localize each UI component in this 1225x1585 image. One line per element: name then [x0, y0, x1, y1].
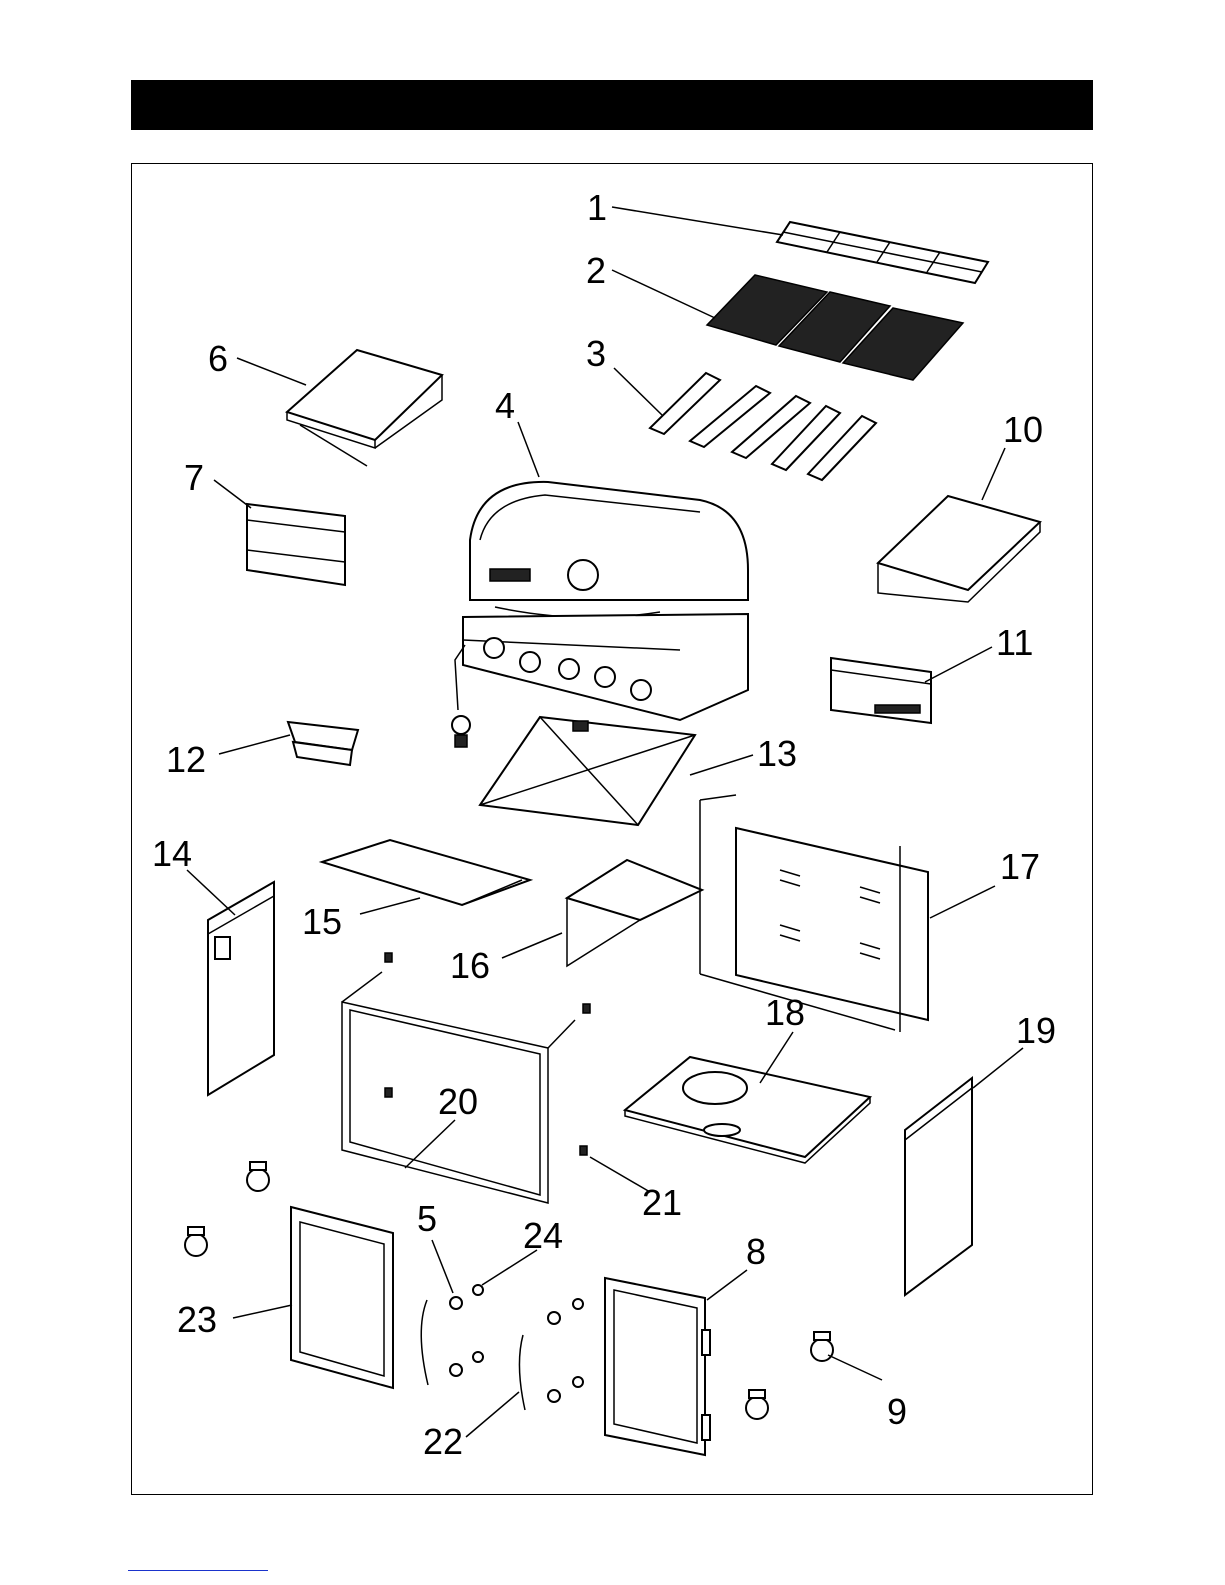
- callout-17: 17: [1000, 846, 1040, 887]
- callout-1: 1: [587, 187, 607, 228]
- part-cabinet-side-left: [208, 882, 274, 1095]
- part-grill-head: [452, 482, 748, 747]
- callout-5: 5: [417, 1198, 437, 1239]
- part-warming-rack: [777, 222, 988, 283]
- part-door-right: [605, 1278, 710, 1455]
- callout-11: 11: [996, 622, 1033, 663]
- callout-8: 8: [746, 1231, 766, 1272]
- callout-10: 10: [1003, 409, 1043, 450]
- callout-2: 2: [586, 250, 606, 291]
- part-side-panel-right: [831, 658, 931, 723]
- callout-19: 19: [1016, 1010, 1056, 1051]
- part-cabinet-side-right: [905, 1078, 972, 1295]
- callout-6: 6: [208, 338, 228, 379]
- callout-13: 13: [757, 733, 797, 774]
- part-casters: [185, 1162, 833, 1419]
- callout-24: 24: [523, 1215, 563, 1256]
- part-side-shelf-left: [287, 350, 442, 466]
- callout-16: 16: [450, 945, 490, 986]
- part-cabinet-shelf-a: [322, 840, 530, 905]
- part-grease-cup: [288, 722, 358, 765]
- part-grease-tray: [480, 717, 695, 825]
- callout-14: 14: [152, 833, 192, 874]
- part-flame-tamers: [650, 373, 876, 480]
- callout-4: 4: [495, 385, 515, 426]
- callout-12: 12: [166, 739, 206, 780]
- part-cooking-grids: [707, 275, 963, 380]
- part-bottom-panel: [625, 1057, 870, 1163]
- callout-18: 18: [765, 992, 805, 1033]
- part-cabinet-back-frame: [700, 795, 928, 1032]
- part-door-left: [291, 1207, 393, 1388]
- part-heat-shield: [567, 860, 702, 966]
- callout-20: 20: [438, 1081, 478, 1122]
- callout-21: 21: [642, 1182, 682, 1223]
- footer-link-underline[interactable]: [128, 1570, 268, 1571]
- callout-15: 15: [302, 901, 342, 942]
- callout-23: 23: [177, 1299, 217, 1340]
- callout-7: 7: [184, 457, 204, 498]
- part-side-shelf-right: [878, 496, 1040, 602]
- callout-3: 3: [586, 333, 606, 374]
- part-handle-fittings: [450, 1285, 583, 1402]
- callout-9: 9: [887, 1391, 907, 1432]
- part-side-panel-left: [247, 504, 345, 585]
- callout-22: 22: [423, 1421, 463, 1462]
